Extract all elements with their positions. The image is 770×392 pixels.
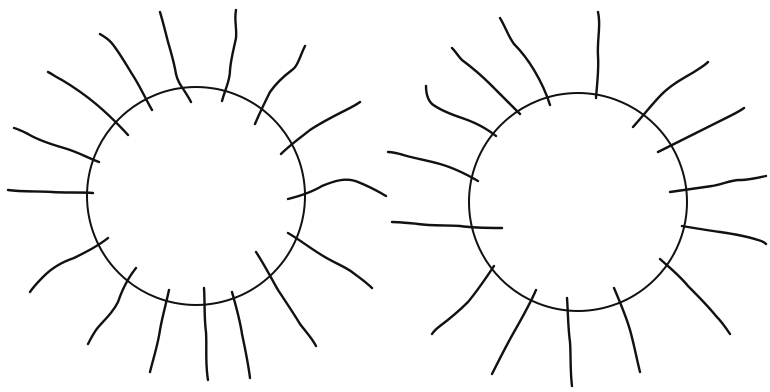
diagram-figure [0, 0, 770, 392]
